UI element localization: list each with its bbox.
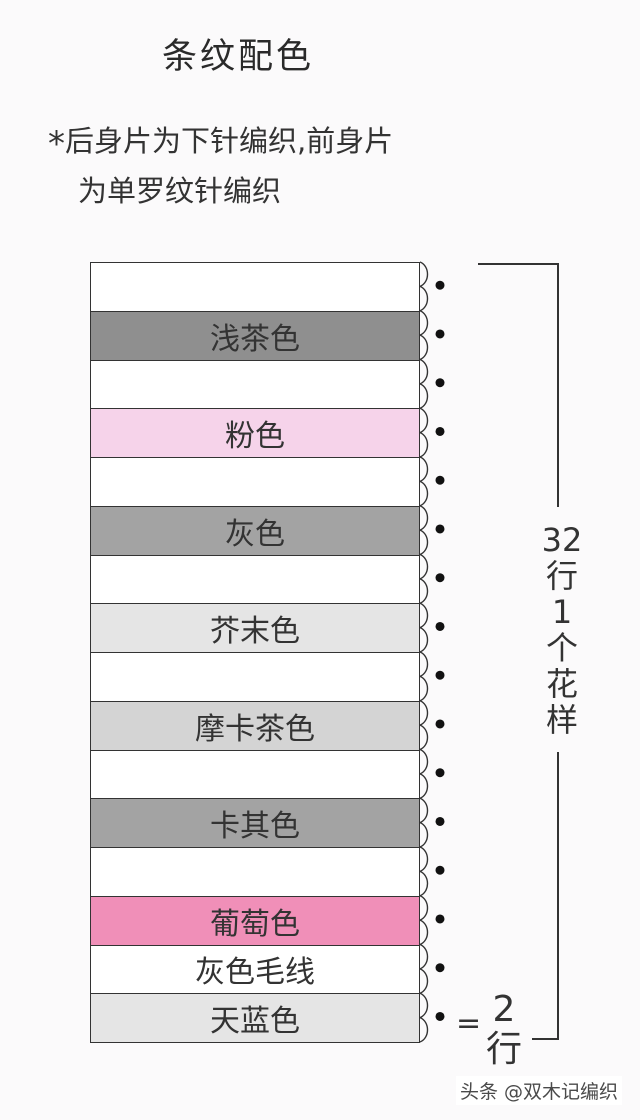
stitch-dot (435, 475, 445, 485)
stitch-loop (419, 578, 429, 604)
bracket-bottom-line (532, 1038, 559, 1040)
stitch-loop (419, 553, 429, 580)
two-row-number: 2 (492, 989, 516, 1030)
stitch-dot (435, 621, 445, 631)
bracket-upper-side (557, 263, 559, 507)
stitch-loop (419, 480, 429, 507)
stitch-loop (419, 773, 429, 799)
two-row-label: 2 行 (486, 990, 522, 1070)
stitch-loop (419, 797, 429, 824)
note-line-1: *后身片为下针编织,前身片 (48, 118, 393, 168)
stitch-loop (419, 626, 429, 653)
bracket-top-line (478, 263, 558, 265)
stitch-dot (435, 670, 445, 680)
stripe-row (90, 458, 420, 507)
stitch-loop (419, 505, 429, 531)
stitch-loop-marks (419, 261, 445, 1043)
stitch-dot (435, 963, 445, 973)
stitch-dot (435, 914, 445, 924)
stitch-dot (435, 280, 445, 290)
stitch-loop (419, 383, 429, 409)
pattern-label-part: 行 (545, 557, 578, 595)
stitch-loop (419, 748, 429, 775)
stripe-row: 卡其色 (90, 799, 420, 848)
note-line-2: 为单罗纹针编织 (78, 174, 282, 208)
stripe-row: 灰色毛线 (90, 945, 420, 995)
stitch-loop (419, 456, 429, 483)
stripe-row: 粉色 (90, 409, 420, 458)
stitch-loop (419, 968, 429, 994)
stitch-loop (419, 529, 429, 556)
stripe-row (90, 848, 420, 897)
stitch-loop (419, 943, 429, 970)
stitch-loop (419, 407, 429, 434)
bracket-lower-side (557, 752, 559, 1040)
stripe-row (90, 555, 420, 605)
pattern-label-part: 个 (545, 629, 578, 667)
stitch-dot (435, 816, 445, 826)
pattern-label-part: 样 (545, 701, 578, 739)
stitch-dot (435, 329, 445, 339)
source-watermark: 头条 @双木记编织 (455, 1076, 622, 1105)
stitch-loop (419, 724, 429, 751)
stitch-dot (435, 1011, 445, 1021)
stripe-row: 葡萄色 (90, 896, 420, 946)
stripe-row (90, 360, 420, 410)
stripe-row: 天蓝色 (90, 994, 420, 1043)
stripe-row (90, 653, 420, 702)
stitch-dot (435, 378, 445, 388)
stitch-dot (435, 573, 445, 583)
stitch-loop (419, 675, 429, 702)
pattern-label-part: 花 (545, 665, 578, 703)
knitting-note: *后身片为下针编织,前身片 为单罗纹针编织 (48, 118, 393, 215)
page-title: 条纹配色 (162, 37, 315, 77)
pattern-label-part: 1 (551, 593, 573, 631)
pattern-label-part: 32 (541, 521, 583, 559)
stitch-dot (435, 524, 445, 534)
stitch-dot (435, 719, 445, 729)
stitch-loop (419, 821, 429, 848)
stripe-row: 芥末色 (90, 604, 420, 653)
two-row-text: 行 (486, 1029, 523, 1070)
stitch-loop (419, 651, 429, 678)
pattern-repeat-label: 32 行 1 个 花 样 (540, 522, 584, 738)
stitch-loop (419, 310, 429, 336)
stripe-row (90, 263, 420, 312)
stripe-chart: 浅茶色 粉色 灰色 芥末色 摩卡茶色 卡其色 葡萄色 灰色毛线 天蓝色 (90, 262, 420, 1043)
stitch-loop (419, 1016, 429, 1043)
stitch-dot (435, 426, 445, 436)
stitch-loop (419, 334, 429, 361)
stitch-loop (419, 261, 429, 288)
stripe-row: 摩卡茶色 (90, 701, 420, 751)
stitch-loop (419, 602, 429, 629)
stitch-loop (419, 700, 429, 726)
stitch-loop (419, 285, 429, 312)
stripe-row (90, 750, 420, 800)
stitch-loop (419, 846, 429, 873)
stripe-row: 浅茶色 (90, 311, 420, 361)
stitch-loop (419, 895, 429, 921)
equals-sign: = (456, 1006, 482, 1041)
stripe-row: 灰色 (90, 506, 420, 556)
stitch-dot (435, 768, 445, 778)
asterisk-icon: * (48, 124, 65, 164)
stitch-loop (419, 431, 429, 458)
note-text-1: 后身片为下针编织,前身片 (65, 124, 394, 158)
stitch-dot (435, 865, 445, 875)
stitch-loop (419, 992, 429, 1019)
stitch-loop (419, 919, 429, 946)
stitch-loop (419, 358, 429, 385)
stitch-loop (419, 870, 429, 897)
